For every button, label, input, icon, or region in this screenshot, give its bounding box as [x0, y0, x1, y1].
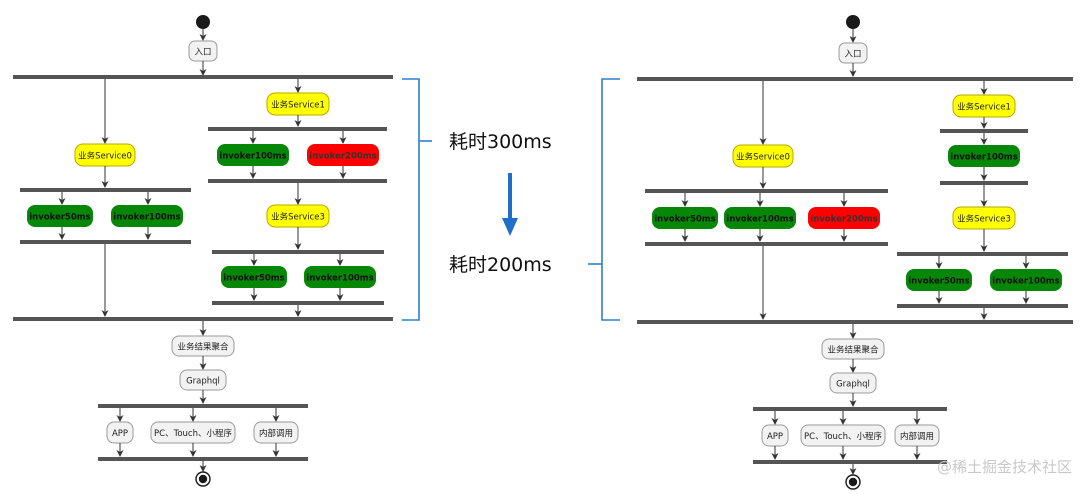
right-s3-invoker-b-node: [990, 269, 1062, 291]
left-s1-invoker-b-node: [307, 144, 379, 166]
right-client-app-label: APP: [767, 432, 783, 442]
left-s0-fork-bar: [20, 188, 191, 192]
right-entry-label: 入口: [844, 50, 861, 60]
left-s3-join-bar: [212, 301, 384, 305]
left-entry-label: 入口: [194, 48, 211, 58]
left-s3-fork-bar: [212, 250, 384, 254]
right-s0-invoker-b-label: invoker100ms: [726, 215, 793, 225]
left-s3-invoker-a-node: [221, 266, 287, 288]
left-s0-invoker-a-label: invoker50ms: [29, 213, 90, 223]
left-service3-label: 业务Service3: [271, 212, 325, 223]
left-s1-invoker-a-label: invoker100ms: [219, 152, 286, 162]
left-s1-join-bar: [208, 179, 387, 183]
right-s3-invoker-b-label: invoker100ms: [992, 277, 1059, 287]
left-s3-invoker-b-node: [304, 266, 376, 288]
right-s0-invoker-a-label: invoker50ms: [654, 215, 715, 225]
left-s1-invoker-b-label: invoker200ms: [309, 152, 376, 162]
right-client-internal-label: 内部调用: [900, 431, 934, 442]
right-s1-fork-bar: [940, 129, 1028, 133]
right-s0-invoker-c-label: invoker200ms: [810, 215, 877, 225]
right-s1-invoker-a-node: [948, 145, 1020, 167]
right-s0-fork-bar: [645, 189, 888, 193]
right-start-node: [846, 15, 860, 29]
left-start-node: [196, 15, 210, 29]
down-arrow-icon: [502, 218, 518, 236]
left-s0-invoker-b-node: [111, 205, 183, 227]
right-s0-join-bar: [645, 242, 888, 246]
left-diagram: 入口 业务Service0 invoker50ms invoker100ms 业…: [13, 15, 393, 487]
right-service0-label: 业务Service0: [736, 152, 790, 163]
right-s0-invoker-c-node: [808, 207, 880, 229]
left-fork-bar-top: [13, 75, 393, 79]
left-graphql-label: Graphql: [186, 377, 220, 387]
right-s3-invoker-a-node: [906, 269, 972, 291]
right-join-bar-bottom: [637, 320, 1073, 324]
right-s0-invoker-b-node: [724, 207, 796, 229]
right-s3-invoker-a-label: invoker50ms: [908, 277, 969, 287]
right-graphql-label: Graphql: [836, 380, 870, 390]
annotation-before: 耗时300ms: [449, 131, 552, 153]
left-s1-invoker-a-node: [217, 144, 289, 166]
right-client-pc-label: PC、Touch、小程序: [804, 431, 882, 442]
annotation-after: 耗时200ms: [449, 254, 552, 276]
right-bracket: [601, 78, 620, 321]
left-s0-invoker-b-label: invoker100ms: [113, 213, 180, 223]
right-s1-invoker-a-label: invoker100ms: [950, 153, 1017, 163]
comparison-annotation: 耗时300ms 耗时200ms: [402, 78, 620, 321]
left-service1-label: 业务Service1: [271, 100, 325, 111]
left-client-join-bar: [98, 457, 308, 461]
watermark-text: @稀土掘金技术社区: [937, 458, 1072, 476]
left-s3-invoker-b-label: invoker100ms: [306, 274, 373, 284]
left-s0-join-bar: [20, 240, 191, 244]
left-aggregate-label: 业务结果聚合: [177, 342, 229, 353]
left-bracket: [402, 78, 420, 321]
right-diagram: 入口 业务Service0 invoker50ms invoker100ms i…: [637, 15, 1073, 490]
right-s1-join-bar: [940, 181, 1028, 185]
right-client-join-bar: [753, 460, 947, 464]
left-client-app-label: APP: [112, 429, 128, 439]
right-s0-invoker-a-node: [652, 207, 718, 229]
left-s1-fork-bar: [208, 127, 387, 131]
left-client-internal-label: 内部调用: [259, 428, 293, 439]
right-service1-label: 业务Service1: [957, 102, 1011, 113]
right-s3-fork-bar: [897, 252, 1068, 256]
left-client-fork-bar: [98, 404, 308, 408]
left-s3-invoker-a-label: invoker50ms: [223, 274, 284, 284]
right-aggregate-label: 业务结果聚合: [827, 345, 879, 356]
left-join-bar-bottom: [13, 317, 393, 321]
right-fork-bar-top: [637, 77, 1073, 81]
left-s0-invoker-a-node: [27, 205, 93, 227]
right-s3-join-bar: [897, 304, 1068, 308]
left-service0-label: 业务Service0: [78, 151, 132, 162]
left-client-pc-label: PC、Touch、小程序: [154, 428, 232, 439]
right-service3-label: 业务Service3: [957, 214, 1011, 225]
right-client-fork-bar: [753, 407, 947, 411]
